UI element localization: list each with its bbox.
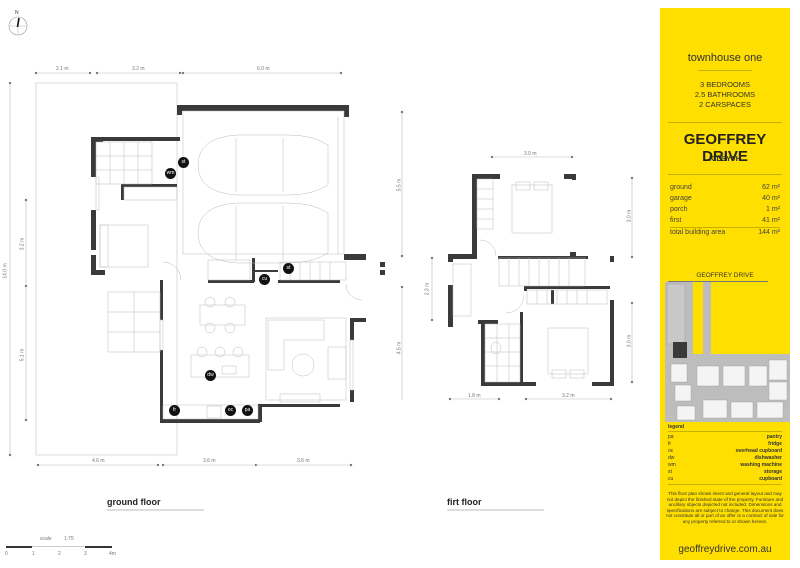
ff-dim-right-lower: 3.0 m bbox=[626, 334, 633, 348]
tag-cupboard: cu bbox=[259, 274, 270, 285]
first-floor-label: firt floor bbox=[447, 497, 544, 511]
tag-overhead-cupboard: oc bbox=[225, 405, 236, 416]
scale-tick-2: 2 bbox=[58, 551, 61, 557]
dim-right-upper: 5.5 m bbox=[396, 178, 403, 192]
legend-title: legend bbox=[668, 424, 685, 430]
street-name: GEOFFREY DRIVE bbox=[683, 131, 767, 165]
dim-top-3: 6.0 m bbox=[257, 66, 270, 72]
dim-right-lower: 4.5 m bbox=[396, 341, 403, 355]
ground-floor-label: ground floor bbox=[107, 497, 204, 511]
dim-bottom-2: 3.6 m bbox=[203, 458, 216, 464]
feature-bathrooms: 2.5 BATHROOMS bbox=[694, 90, 756, 99]
ff-dim-left: 2.3 m bbox=[424, 282, 431, 296]
dim-top-2: 3.2 m bbox=[132, 66, 145, 72]
scale-tick-4: 4m bbox=[109, 551, 116, 557]
dim-left-overall: 14.0 m bbox=[2, 263, 9, 279]
map-title: GEOFFREY DRIVE bbox=[696, 272, 754, 279]
tag-storage-stairs: st bbox=[283, 263, 294, 274]
scale-tick-1: 1 bbox=[32, 551, 35, 557]
feature-bedrooms: 3 BEDROOMS bbox=[699, 80, 750, 89]
scale-tick-0: 0 bbox=[5, 551, 8, 557]
compass-north-label: N bbox=[15, 10, 19, 16]
dim-top-1: 2.1 m bbox=[56, 66, 69, 72]
dim-bottom-1: 4.6 m bbox=[92, 458, 105, 464]
dim-bottom-3: 3.6 m bbox=[297, 458, 310, 464]
tag-pantry: pa bbox=[242, 405, 253, 416]
compass-icon bbox=[8, 16, 28, 36]
first-floor-plan bbox=[430, 155, 634, 401]
dim-left-lower: 5.1 m bbox=[19, 348, 26, 362]
scale-label: scale bbox=[40, 536, 52, 542]
panel-title: townhouse one bbox=[687, 52, 763, 64]
ff-dim-top: 3.0 m bbox=[524, 151, 537, 157]
tag-storage-laundry: st bbox=[178, 157, 189, 168]
tag-dishwasher: dw bbox=[205, 370, 216, 381]
suburb-name: KILSYTH bbox=[708, 154, 742, 163]
feature-carspaces: 2 CARSPACES bbox=[699, 100, 751, 109]
scale-ratio: 1:75 bbox=[64, 536, 74, 542]
ff-dim-right-upper: 3.0 m bbox=[626, 209, 633, 223]
scale-bar: scale 1:75 0 1 2 3 4m bbox=[4, 536, 124, 560]
scale-tick-3: 3 bbox=[84, 551, 87, 557]
compass: N bbox=[6, 10, 30, 38]
tag-washing-machine: wm bbox=[165, 168, 176, 179]
disclaimer: This floor plan shows intent and general… bbox=[666, 491, 784, 524]
tag-fridge: fr bbox=[169, 405, 180, 416]
ff-dim-bottom-2: 3.2 m bbox=[562, 393, 575, 399]
dim-left-upper: 3.2 m bbox=[19, 237, 26, 251]
ff-dim-bottom-1: 1.8 m bbox=[468, 393, 481, 399]
ground-floor-plan bbox=[8, 71, 404, 467]
website-link[interactable]: geoffreydrive.com.au bbox=[678, 544, 772, 555]
info-panel: townhouse one 3 BEDROOMS 2.5 BATHROOMS 2… bbox=[660, 8, 790, 560]
site-map bbox=[665, 282, 790, 422]
